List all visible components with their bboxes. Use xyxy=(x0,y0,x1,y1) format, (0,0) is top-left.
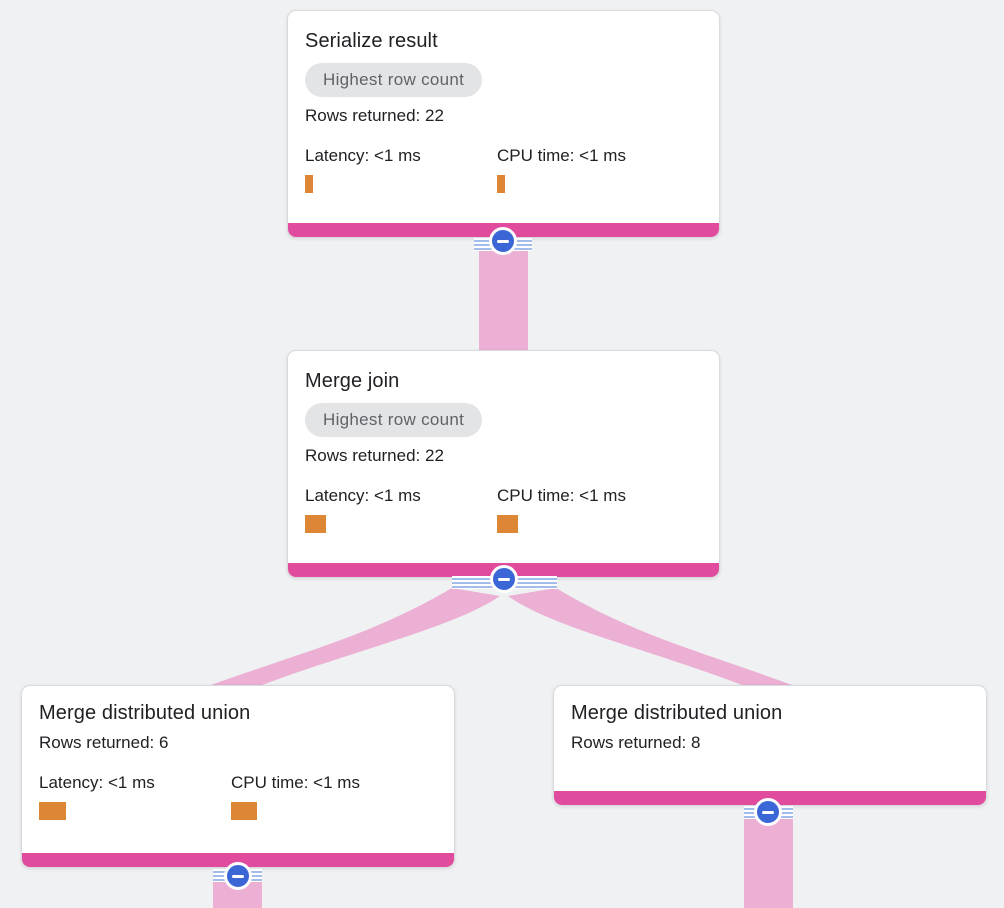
plan-node-serialize-result[interactable]: Serialize result Highest row count Rows … xyxy=(287,10,720,238)
highest-row-count-badge: Highest row count xyxy=(305,403,483,437)
latency-bar xyxy=(305,175,313,193)
latency-metric: Latency: <1 ms xyxy=(305,146,497,193)
edge-merge-join-to-right-union xyxy=(508,588,792,685)
cpu-time-label: CPU time: <1 ms xyxy=(231,773,360,792)
cpu-time-label: CPU time: <1 ms xyxy=(497,486,626,505)
cpu-time-bar xyxy=(497,515,518,533)
plan-node-merge-join[interactable]: Merge join Highest row count Rows return… xyxy=(287,350,720,578)
node-title: Merge join xyxy=(305,370,400,392)
plan-node-merge-distributed-union-left[interactable]: Merge distributed union Rows returned: 6… xyxy=(21,685,455,868)
collapse-button-merge-distributed-union-right[interactable] xyxy=(754,798,782,826)
highest-row-count-badge: Highest row count xyxy=(305,63,483,97)
node-title: Serialize result xyxy=(305,30,438,52)
edge-merge-join-to-left-union xyxy=(211,588,500,685)
cpu-time-metric: CPU time: <1 ms xyxy=(231,773,423,820)
latency-bar xyxy=(305,515,326,533)
collapse-button-serialize-result[interactable] xyxy=(489,227,517,255)
cpu-time-metric: CPU time: <1 ms xyxy=(497,146,689,193)
node-title: Merge distributed union xyxy=(39,702,251,724)
edge-serialize-to-merge-join xyxy=(479,247,528,350)
cpu-time-metric: CPU time: <1 ms xyxy=(497,486,689,533)
rows-returned-label: Rows returned: 22 xyxy=(305,106,444,125)
collapse-button-merge-join[interactable] xyxy=(490,565,518,593)
latency-label: Latency: <1 ms xyxy=(305,146,421,165)
node-metrics: Latency: <1 ms CPU time: <1 ms xyxy=(39,773,437,820)
node-title: Merge distributed union xyxy=(571,702,783,724)
rows-returned-label: Rows returned: 8 xyxy=(571,733,701,752)
cpu-time-label: CPU time: <1 ms xyxy=(497,146,626,165)
cpu-time-bar xyxy=(231,802,257,820)
cpu-time-bar xyxy=(497,175,505,193)
latency-bar xyxy=(39,802,66,820)
latency-metric: Latency: <1 ms xyxy=(305,486,497,533)
node-accent-bar xyxy=(22,853,454,867)
node-metrics: Latency: <1 ms CPU time: <1 ms xyxy=(305,146,702,193)
rows-returned-label: Rows returned: 6 xyxy=(39,733,169,752)
minus-icon xyxy=(762,810,774,814)
minus-icon xyxy=(498,577,510,581)
latency-label: Latency: <1 ms xyxy=(39,773,155,792)
collapse-button-merge-distributed-union-left[interactable] xyxy=(224,862,252,890)
edge-right-union-downstream xyxy=(744,816,793,908)
minus-icon xyxy=(232,874,244,878)
minus-icon xyxy=(497,239,509,243)
latency-metric: Latency: <1 ms xyxy=(39,773,231,820)
rows-returned-label: Rows returned: 22 xyxy=(305,446,444,465)
latency-label: Latency: <1 ms xyxy=(305,486,421,505)
node-metrics: Latency: <1 ms CPU time: <1 ms xyxy=(305,486,702,533)
plan-node-merge-distributed-union-right[interactable]: Merge distributed union Rows returned: 8 xyxy=(553,685,987,806)
